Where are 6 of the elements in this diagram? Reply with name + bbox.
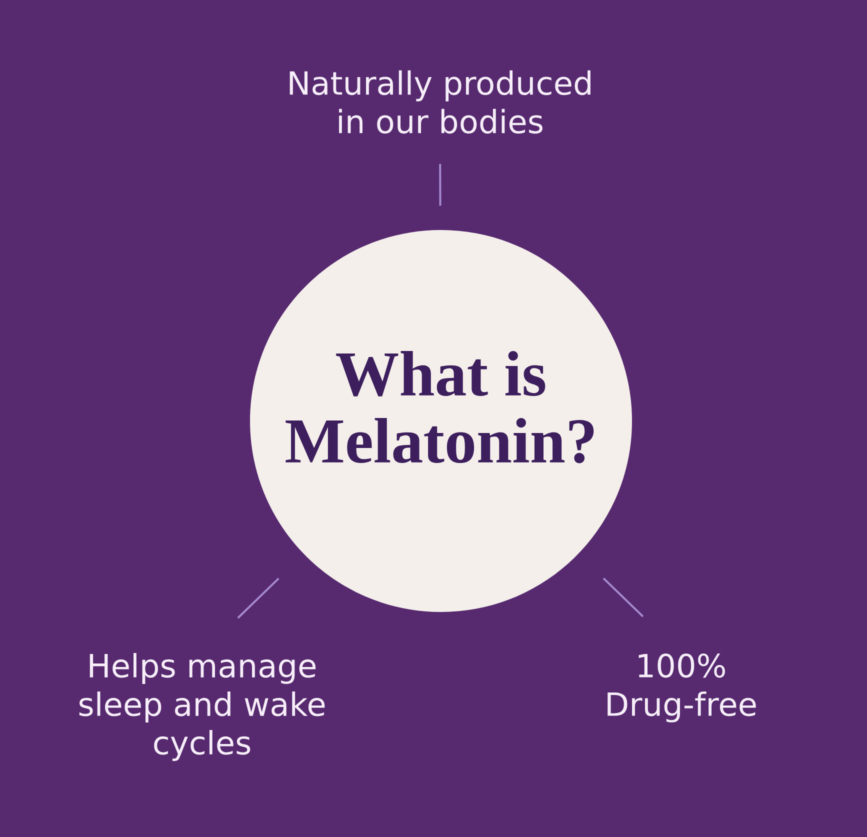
leader-line	[439, 164, 442, 206]
callout-text: Helps manage sleep and wake cycles	[79, 653, 325, 761]
callout-text: 100% Drug-free	[608, 654, 756, 722]
leader-line	[602, 578, 644, 618]
leader-line	[237, 578, 280, 619]
callout-text: Naturally produced in our bodies	[290, 70, 590, 134]
